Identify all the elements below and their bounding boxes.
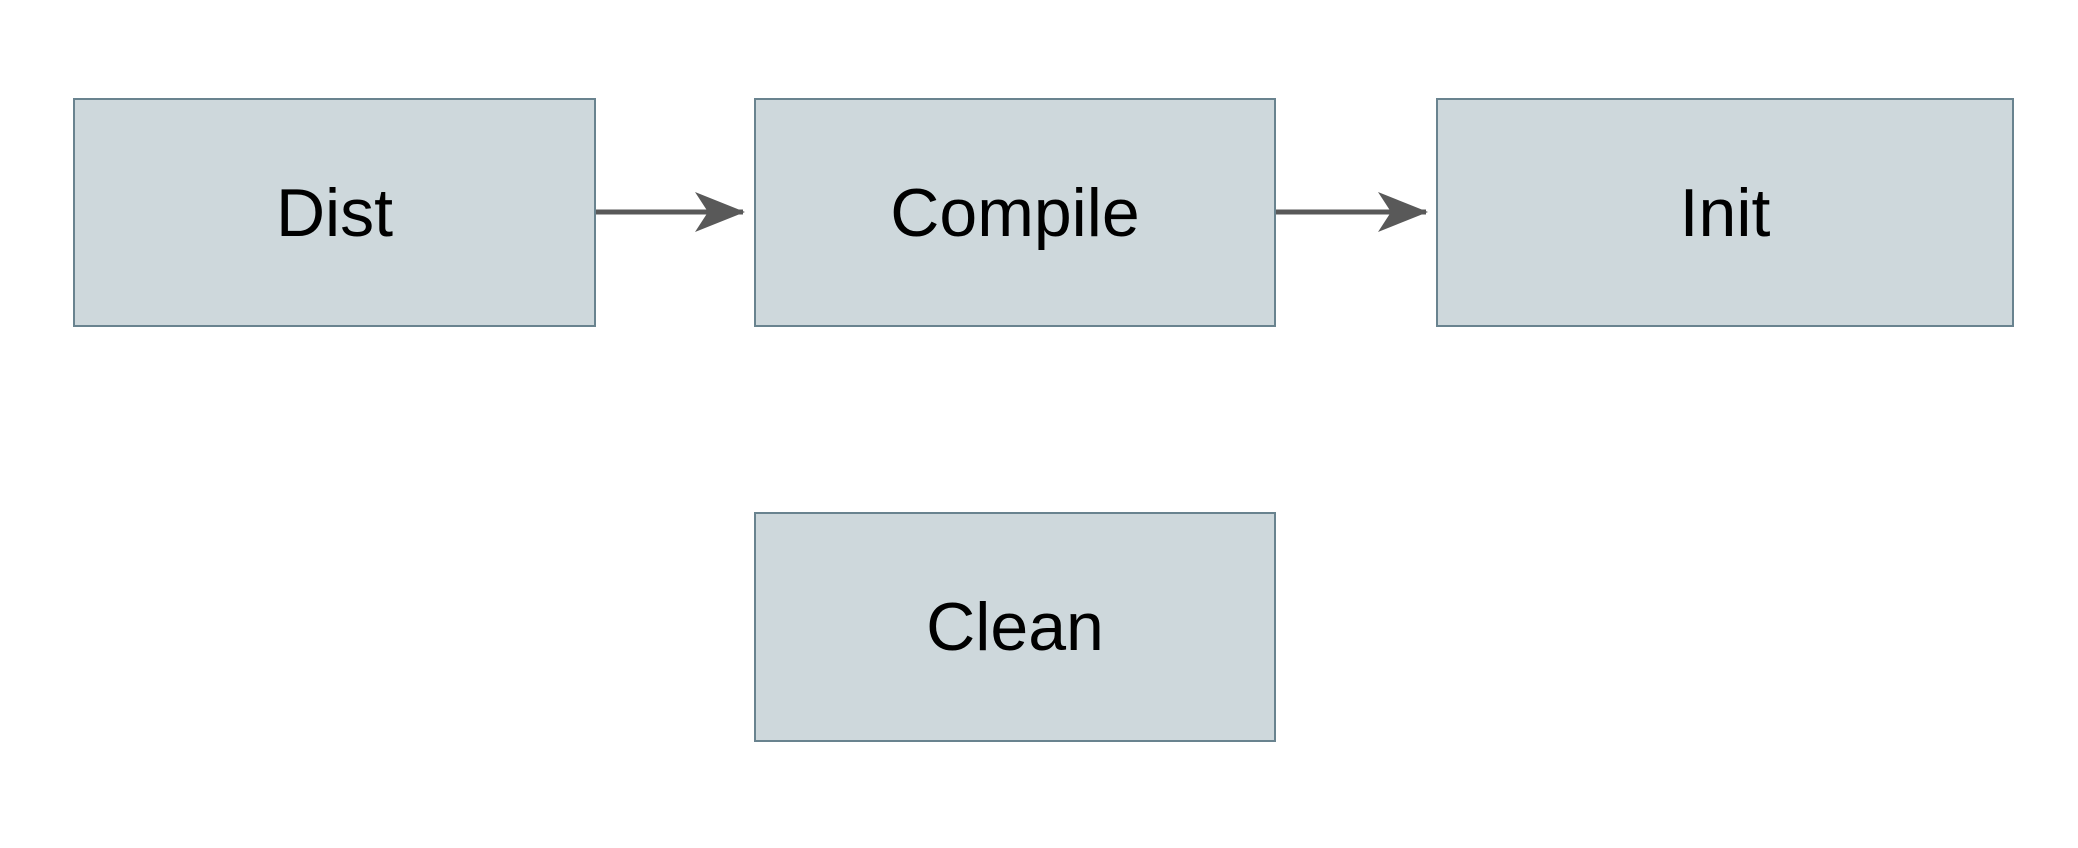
- node-clean-label: Clean: [926, 589, 1104, 665]
- node-dist[interactable]: Dist: [73, 98, 596, 327]
- node-compile-label: Compile: [890, 174, 1140, 251]
- node-init-label: Init: [1679, 174, 1771, 251]
- node-dist-label: Dist: [275, 174, 394, 251]
- node-clean[interactable]: Clean: [754, 512, 1276, 742]
- node-compile[interactable]: Compile: [754, 98, 1276, 327]
- node-init[interactable]: Init: [1436, 98, 2014, 327]
